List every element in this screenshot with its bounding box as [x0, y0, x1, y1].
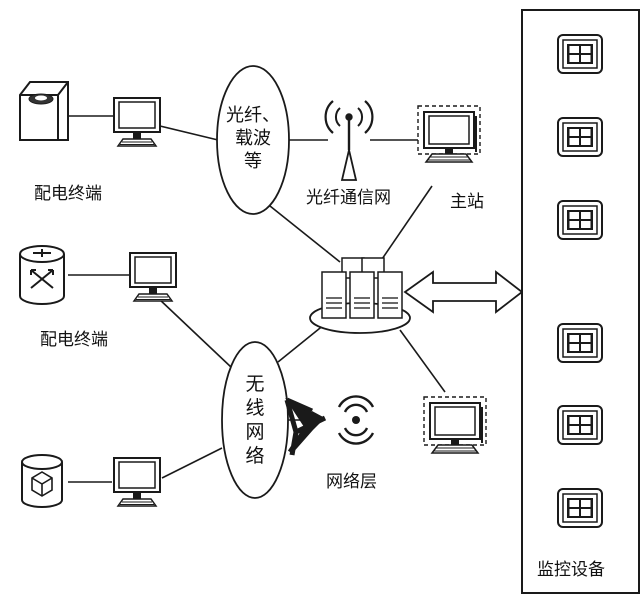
cube-cylinder-icon	[21, 454, 63, 508]
wireless-tower-icon	[284, 395, 375, 456]
antenna-icon	[324, 100, 374, 181]
wireless-network-text: 无 线 网 络	[243, 372, 267, 468]
monitoring-devices-label: 监控设备	[537, 560, 605, 580]
master-station-computer-icon	[417, 105, 481, 163]
fiber-carrier-line1: 光纤、	[226, 105, 280, 126]
monitor-device-icon	[557, 488, 603, 528]
terminal-label-top: 配电终端	[34, 184, 102, 204]
wireless-char: 无	[245, 373, 265, 395]
wireless-char: 络	[245, 445, 265, 467]
computer-icon	[423, 396, 487, 454]
monitor-device-icon	[557, 323, 603, 363]
double-arrow-icon	[403, 270, 524, 314]
network-layer-label: 网络层	[326, 472, 377, 492]
fiber-carrier-text: 光纤、 载波 等	[217, 104, 289, 173]
computer-icon	[129, 252, 177, 302]
fiber-network-label: 光纤通信网	[306, 188, 391, 208]
terminal-label-mid: 配电终端	[40, 330, 108, 350]
wireless-network-ellipse	[221, 341, 289, 499]
master-station-label: 主站	[450, 192, 484, 212]
terminal-box-icon	[19, 81, 69, 141]
fiber-carrier-line2: 载波	[235, 128, 271, 149]
computer-icon	[113, 457, 161, 507]
server-cluster-icon	[309, 257, 411, 334]
computer-icon	[113, 97, 161, 147]
monitor-device-icon	[557, 200, 603, 240]
monitor-device-icon	[557, 405, 603, 445]
wireless-char: 网	[245, 421, 265, 443]
wireless-char: 线	[245, 397, 265, 419]
fiber-carrier-ellipse	[216, 65, 290, 215]
monitor-device-icon	[557, 117, 603, 157]
router-cylinder-icon	[19, 245, 65, 305]
fiber-carrier-line3: 等	[244, 151, 262, 172]
monitor-device-icon	[557, 34, 603, 74]
